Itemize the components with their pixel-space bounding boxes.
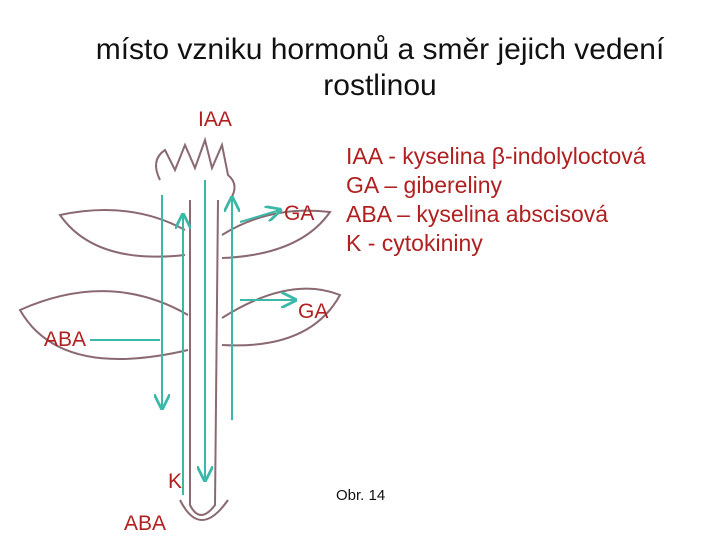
legend-item-iaa: IAA - kyselina β-indolyloctová [346,142,646,171]
transport-arrows [90,180,295,495]
label-aba-leaf: ABA [44,328,86,352]
label-aba-root: ABA [124,512,166,536]
legend-item-k: K - cytokininy [346,229,646,258]
legend-item-aba: ABA – kyselina abscisová [346,200,646,229]
label-iaa-top: IAA [198,108,232,132]
label-ga-lower: GA [298,300,328,324]
label-k-root: K [168,470,182,494]
legend-item-ga: GA – gibereliny [346,171,646,200]
label-ga-upper: GA [284,202,314,226]
figure-caption: Obr. 14 [336,487,385,504]
arrow-ga-upper [240,210,280,222]
hormone-legend: IAA - kyselina β-indolyloctová GA – gibe… [346,142,646,258]
